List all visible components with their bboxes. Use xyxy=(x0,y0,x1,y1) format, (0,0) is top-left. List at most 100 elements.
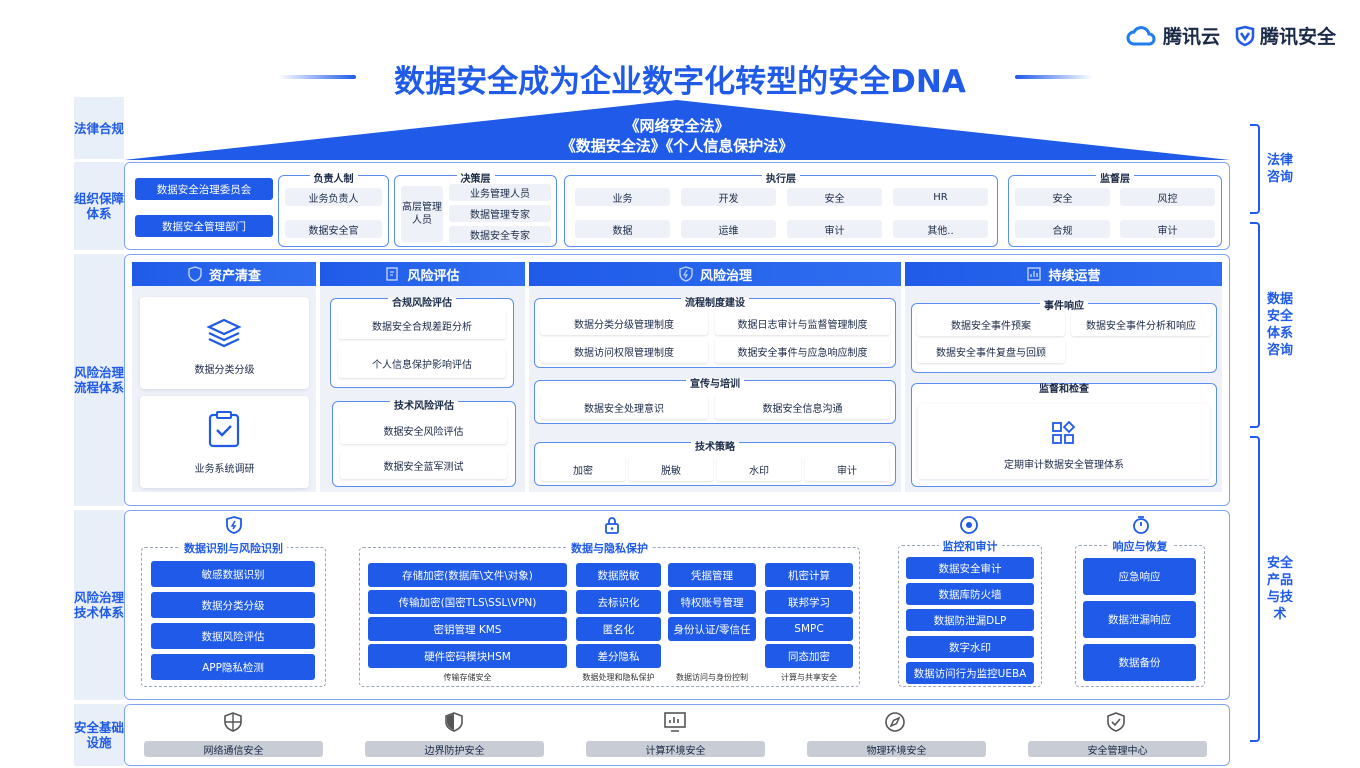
techrisk-item: 数据安全风险评估 xyxy=(340,416,507,444)
flow-item: 数据访问权限管理制度 xyxy=(540,339,708,363)
privacy-col2-item: 去标识化 xyxy=(576,590,661,614)
strategy-title-text: 技术策略 xyxy=(691,442,739,453)
roof-line2: 《数据安全法》《个人信息保护法》 xyxy=(560,137,794,155)
infra-item: 物理环境安全 xyxy=(807,741,986,757)
audit-item: 数据安全审计 xyxy=(906,557,1034,579)
ops-header: 持续运营 xyxy=(905,262,1222,286)
ops-title: 持续运营 xyxy=(1048,268,1101,284)
infra-item: 计算环境安全 xyxy=(586,741,765,757)
bracket-law xyxy=(1250,124,1260,214)
committee-box: 数据安全治理委员会 xyxy=(135,178,273,200)
resp-title: 响应与恢复 xyxy=(1075,538,1205,554)
strategy-item: 脱敏 xyxy=(629,457,713,481)
exec-item: 开发 xyxy=(681,188,776,206)
privacy-col3-caption: 数据访问与身份控制 xyxy=(676,673,748,682)
identify-title: 数据识别与风险识别 xyxy=(141,540,326,556)
audit-item: 数字水印 xyxy=(906,636,1034,658)
right-label-consult: 数据安全体系咨询 xyxy=(1266,292,1293,358)
identify-title-text: 数据识别与风险识别 xyxy=(180,542,287,555)
page-title: 数据安全成为企业数字化转型的安全DNA xyxy=(394,64,966,100)
owner-title-text: 负责人制 xyxy=(309,174,358,185)
title-line-right xyxy=(1015,75,1093,79)
supervise-item: 审计 xyxy=(1120,220,1215,238)
check-card: 定期审计数据安全管理体系 xyxy=(918,404,1210,479)
shield-check-icon xyxy=(1107,712,1125,732)
techrisk-title: 技术风险评估 xyxy=(332,397,516,412)
shield-bolt-icon xyxy=(679,266,693,282)
train-title-text: 宣传与培训 xyxy=(686,379,744,390)
infra-item: 安全管理中心 xyxy=(1028,741,1207,757)
event-item: 数据安全事件复盘与回顾 xyxy=(917,339,1065,363)
eye-icon xyxy=(960,516,978,534)
brand-logos: 腾讯云 腾讯安全 xyxy=(1125,22,1336,49)
flow-title: 流程制度建设 xyxy=(534,294,896,309)
label-law: 法律合规 xyxy=(74,97,124,159)
event-title: 事件响应 xyxy=(911,297,1217,312)
decision-item: 业务管理人员 xyxy=(449,184,551,201)
supervise-item: 风控 xyxy=(1120,188,1215,206)
exec-item: 安全 xyxy=(787,188,882,206)
title-line-left xyxy=(278,75,356,79)
audit-item: 数据防泄漏DLP xyxy=(906,609,1034,631)
risk-header: 风险评估 xyxy=(320,262,525,286)
strategy-title: 技术策略 xyxy=(534,438,896,453)
compliance-item: 个人信息保护影响评估 xyxy=(338,348,506,378)
privacy-col1-item: 密钥管理 KMS xyxy=(368,617,567,641)
dept-box: 数据安全管理部门 xyxy=(135,215,273,237)
privacy-col2-item: 差分隐私 xyxy=(576,644,661,668)
roof-triangle xyxy=(124,100,1230,160)
exec-item: 审计 xyxy=(787,220,882,238)
privacy-col4-item: 机密计算 xyxy=(765,563,853,587)
identify-item: 数据分类分级 xyxy=(151,592,315,618)
decision-item: 数据管理专家 xyxy=(449,205,551,222)
check-item: 定期审计数据安全管理体系 xyxy=(1004,460,1124,471)
privacy-col4-caption: 计算与共享安全 xyxy=(781,673,837,682)
privacy-col1-caption: 传输存储安全 xyxy=(443,673,492,682)
decision-title: 决策层 xyxy=(394,170,557,185)
event-item: 数据安全事件预案 xyxy=(917,312,1065,336)
techrisk-title-text: 技术风险评估 xyxy=(390,401,458,412)
gov-title: 风险治理 xyxy=(699,268,752,284)
gov-header: 风险治理 xyxy=(529,262,901,286)
decision-left: 高层管理人员 xyxy=(401,186,443,242)
asset-card-survey: 业务系统调研 xyxy=(140,396,309,488)
exec-title-text: 执行层 xyxy=(762,174,800,185)
strategy-item: 审计 xyxy=(805,457,889,481)
right-label-product: 安全产品与技术 xyxy=(1266,556,1293,622)
shapes-icon xyxy=(1052,420,1076,444)
shield-bolt-icon xyxy=(226,516,242,534)
flow-title-text: 流程制度建设 xyxy=(681,298,749,309)
owner-title: 负责人制 xyxy=(278,170,389,185)
flow-item: 数据日志审计与监督管理制度 xyxy=(715,311,890,335)
compliance-title: 合规风险评估 xyxy=(330,294,514,309)
resp-item: 数据备份 xyxy=(1083,644,1196,681)
decision-title-text: 决策层 xyxy=(456,174,495,185)
infra-item: 边界防护安全 xyxy=(365,741,544,757)
privacy-col1-item: 存储加密(数据库\文件\对象) xyxy=(368,563,567,587)
event-title-text: 事件响应 xyxy=(1040,301,1088,312)
identify-item: APP隐私检测 xyxy=(151,654,315,680)
decision-item: 数据安全专家 xyxy=(449,226,551,243)
owner-item: 业务负责人 xyxy=(285,188,382,206)
bracket-consult xyxy=(1250,222,1260,428)
resp-item: 数据泄漏响应 xyxy=(1083,601,1196,638)
security-logo-text: 腾讯安全 xyxy=(1259,26,1336,48)
supervise-item: 安全 xyxy=(1015,188,1110,206)
strategy-item: 水印 xyxy=(717,457,801,481)
roof-line1: 《网络安全法》 xyxy=(624,117,730,135)
cloud-logo-text: 腾讯云 xyxy=(1162,26,1220,48)
shield-grid-icon xyxy=(224,712,242,732)
asset-item-label: 业务系统调研 xyxy=(194,464,255,475)
privacy-col1-item: 传输加密(国密TLS\SSL\VPN) xyxy=(368,590,567,614)
asset-item-label: 数据分类分级 xyxy=(194,365,255,376)
bar-chart-icon xyxy=(1027,267,1042,281)
techrisk-item: 数据安全蓝军测试 xyxy=(340,451,507,479)
asset-card-classify: 数据分类分级 xyxy=(140,297,309,389)
exec-item: 其他.. xyxy=(893,220,988,238)
label-process: 风险治理流程体系 xyxy=(74,254,124,506)
resp-item: 应急响应 xyxy=(1083,558,1196,595)
tencent-cloud-logo: 腾讯云 xyxy=(1125,22,1220,49)
shield-icon xyxy=(188,266,202,282)
shield-icon xyxy=(1235,25,1255,46)
compliance-item: 数据安全合规差距分析 xyxy=(338,311,506,339)
